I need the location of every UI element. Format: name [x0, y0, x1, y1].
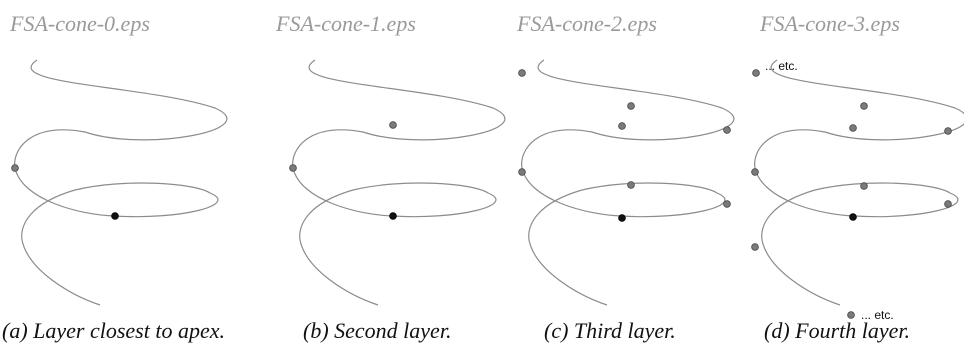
gray-node [627, 181, 635, 189]
gray-node [518, 168, 526, 176]
panel-a-title: FSA-cone-0.eps [10, 11, 150, 36]
etc-annotation-bottom: ... etc. [861, 308, 894, 322]
gray-node [627, 102, 635, 110]
gray-node [723, 200, 731, 208]
panel-d-title: FSA-cone-3.eps [760, 11, 900, 36]
panel-a-nodes [11, 164, 119, 220]
panel-a-spiral [14, 59, 228, 306]
black-node [618, 214, 626, 222]
black-node [849, 213, 857, 221]
gray-node [849, 124, 857, 132]
black-node [389, 212, 397, 220]
gray-node [389, 121, 397, 129]
gray-node [944, 200, 952, 208]
gray-node [289, 164, 297, 172]
black-node [111, 212, 119, 220]
panel-c-caption: (c) Third layer. [544, 318, 676, 343]
gray-node [518, 69, 526, 77]
panel-b-spiral [289, 59, 506, 306]
gray-node [723, 126, 731, 134]
etc-annotation-top: ... etc. [765, 59, 798, 73]
panel-d-caption: (d) Fourth layer. [764, 318, 911, 343]
panel-a-caption: (a) Layer closest to apex. [2, 318, 225, 343]
gray-node [944, 127, 952, 135]
gray-node [11, 164, 19, 172]
gray-node [860, 102, 868, 110]
gray-node [618, 122, 626, 130]
gray-node [751, 243, 759, 251]
panel-c-spiral [518, 59, 735, 306]
panel-b-title: FSA-cone-1.eps [276, 11, 416, 36]
panel-b-caption: (b) Second layer. [303, 318, 452, 343]
gray-node [847, 311, 855, 319]
gray-node [860, 182, 868, 190]
panel-c-title: FSA-cone-2.eps [517, 11, 657, 36]
gray-node [752, 69, 760, 77]
gray-node [751, 168, 759, 176]
panel-d-spiral: ... etc. ... etc. [751, 59, 964, 322]
